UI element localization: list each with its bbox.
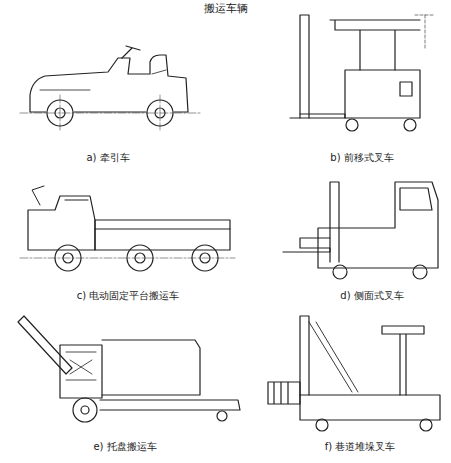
reach-forklift-drawing — [290, 15, 435, 131]
figure-caption: d) 侧面式叉车 — [340, 290, 403, 302]
figure-caption: e) 托盘搬运车 — [93, 441, 156, 453]
figure-caption: b) 前移式叉车 — [330, 152, 393, 164]
diagram-title: 搬运车辆 — [204, 2, 248, 15]
side-forklift-drawing — [283, 182, 438, 279]
tractor-drawing — [20, 46, 200, 130]
figure-caption: a) 牵引车 — [86, 152, 129, 164]
stacker-drawing — [268, 316, 440, 431]
platform-truck-drawing — [20, 186, 235, 271]
figure-caption: c) 电动固定平台搬运车 — [77, 290, 180, 302]
figure-caption: f) 巷道堆垛叉车 — [325, 441, 396, 453]
pallet-truck-drawing — [18, 316, 240, 422]
